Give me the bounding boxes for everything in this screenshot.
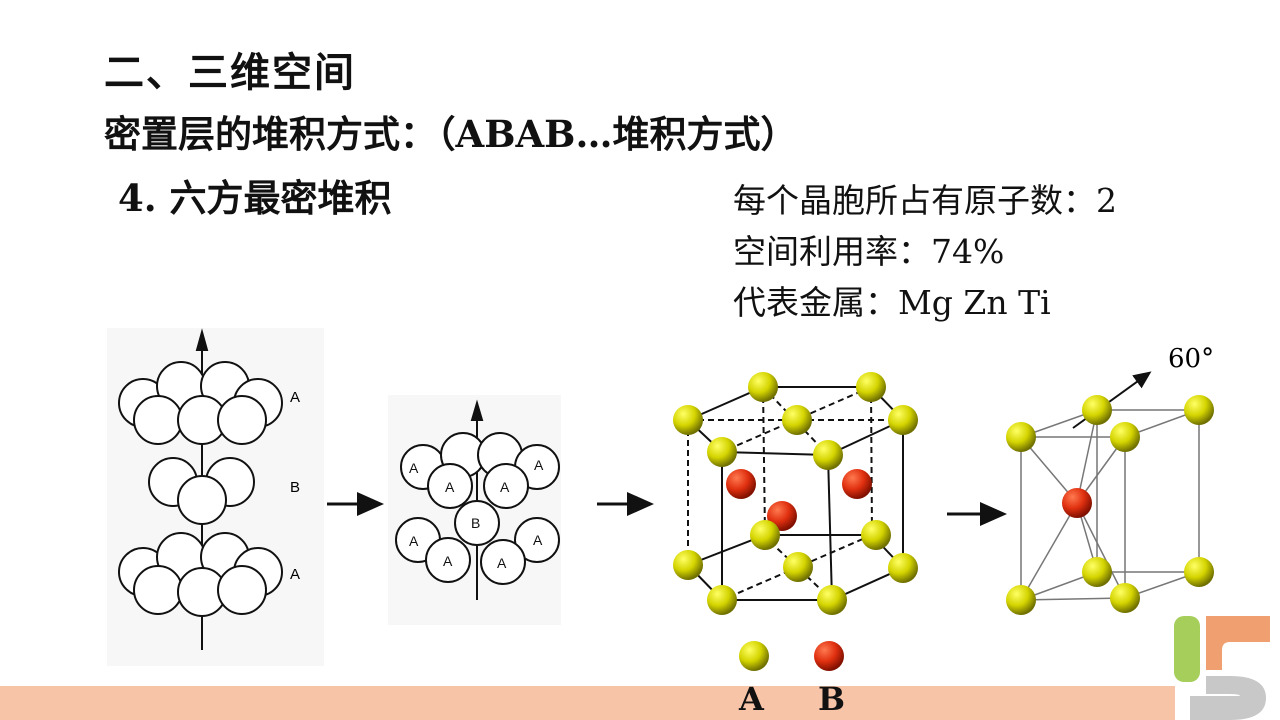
angle-label: 60° bbox=[1168, 344, 1214, 374]
fig2-label-a2: A bbox=[534, 457, 544, 473]
yellow-atom bbox=[888, 405, 918, 435]
bottom-bar bbox=[0, 686, 1175, 720]
fig2-label-a1: A bbox=[409, 460, 419, 476]
legend-label-b: B bbox=[818, 680, 846, 718]
layer-stack-figure bbox=[107, 328, 324, 666]
yellow-atom bbox=[861, 520, 891, 550]
yellow-atom bbox=[1110, 422, 1140, 452]
prism-atoms bbox=[673, 372, 918, 615]
layer-label-bottom: A bbox=[290, 566, 300, 583]
yellow-atom bbox=[782, 405, 812, 435]
layer-label-top: A bbox=[290, 389, 300, 406]
yellow-atom bbox=[1184, 557, 1214, 587]
red-atom bbox=[726, 469, 756, 499]
red-atom bbox=[1062, 488, 1092, 518]
legend-yellow-atom bbox=[739, 641, 769, 671]
atoms-per-cell-text: 每个晶胞所占有原子数：2 bbox=[733, 181, 1117, 220]
yellow-atom bbox=[748, 372, 778, 402]
fig2-label-a3: A bbox=[445, 479, 455, 495]
page-title: 二、三维空间 bbox=[104, 49, 356, 96]
yellow-atom bbox=[750, 520, 780, 550]
representative-metals-text: 代表金属：Mg Zn Ti bbox=[733, 283, 1051, 322]
space-utilization-text: 空间利用率：74% bbox=[733, 232, 1005, 271]
fig2-label-a5: A bbox=[409, 533, 419, 549]
yellow-atom bbox=[856, 372, 886, 402]
yellow-atom bbox=[707, 437, 737, 467]
yellow-atom bbox=[1184, 395, 1214, 425]
red-atom bbox=[842, 469, 872, 499]
fig2-label-a6: A bbox=[533, 532, 543, 548]
yellow-atom bbox=[783, 552, 813, 582]
yellow-atom bbox=[888, 553, 918, 583]
fig2-label-a4: A bbox=[500, 479, 510, 495]
logo bbox=[1174, 616, 1270, 720]
fig2-label-a7: A bbox=[443, 553, 453, 569]
yellow-atom bbox=[1082, 557, 1112, 587]
layer-label-middle: B bbox=[290, 479, 300, 496]
legend-label-a: A bbox=[739, 680, 764, 718]
page-subtitle: 密置层的堆积方式：（ABAB…堆积方式） bbox=[104, 112, 798, 156]
section-heading: 4. 六方最密堆积 bbox=[118, 176, 392, 220]
yellow-atom bbox=[1110, 583, 1140, 613]
yellow-atom bbox=[813, 440, 843, 470]
yellow-atom bbox=[673, 405, 703, 435]
legend-red-atom bbox=[814, 641, 844, 671]
yellow-atom bbox=[1082, 395, 1112, 425]
fig2-label-a8: A bbox=[497, 555, 507, 571]
yellow-atom bbox=[1006, 422, 1036, 452]
unit-cell-atoms bbox=[1006, 395, 1214, 615]
yellow-atom bbox=[707, 585, 737, 615]
yellow-atom bbox=[673, 550, 703, 580]
fig2-label-b: B bbox=[471, 515, 480, 531]
yellow-atom bbox=[1006, 585, 1036, 615]
yellow-atom bbox=[817, 585, 847, 615]
compact-stack-figure bbox=[388, 395, 561, 625]
